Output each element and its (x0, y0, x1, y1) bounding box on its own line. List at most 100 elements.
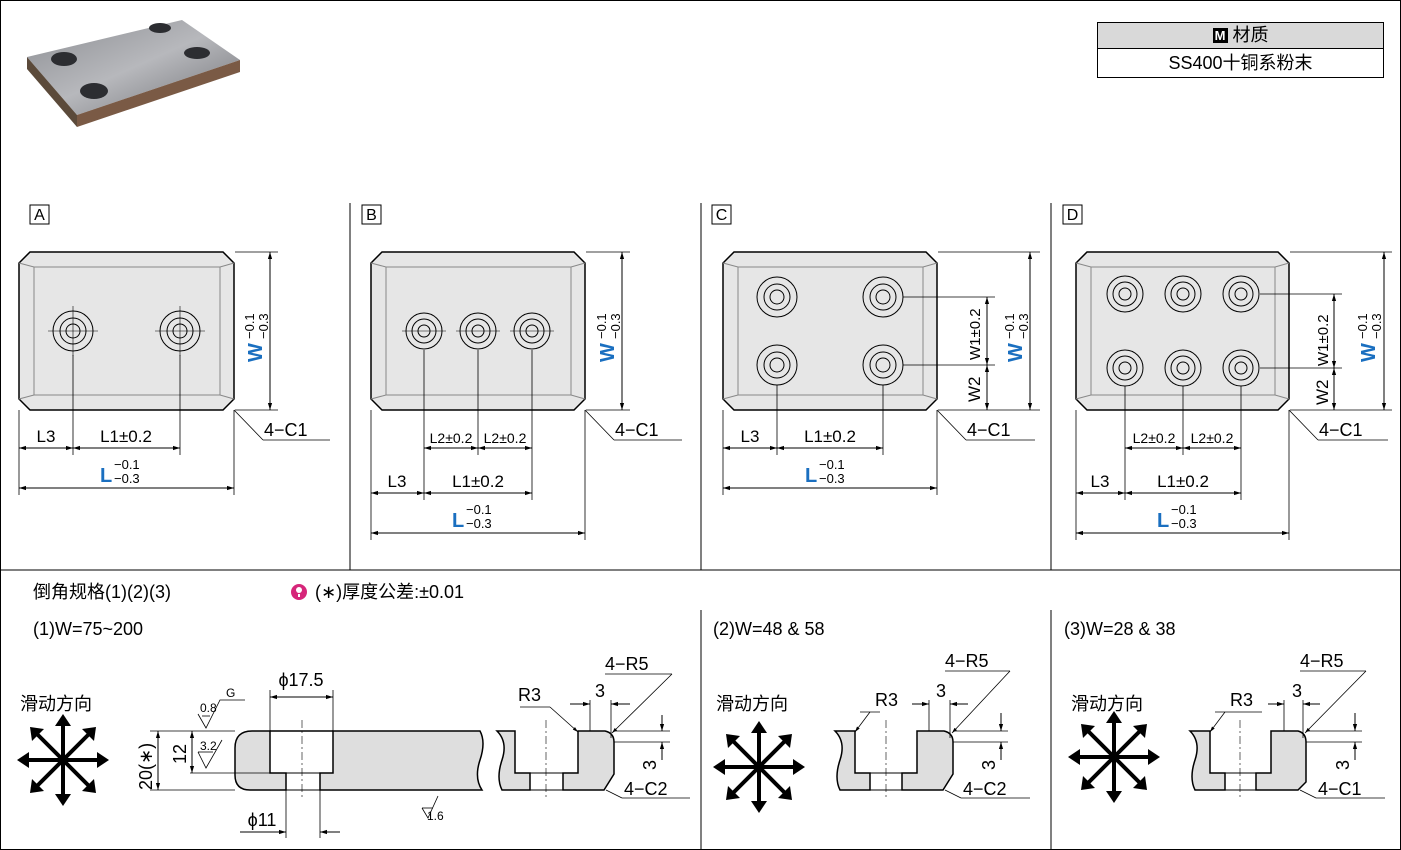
view-c-chamfer: 4−C1 (967, 420, 1011, 440)
material-header: M 材质 (1098, 23, 1383, 49)
section-2-r-outer: 4−R5 (945, 651, 989, 671)
section-1-slide-dir: 滑动方向 (20, 694, 92, 714)
view-d: D W1±0.2 W2 W −0.1 −0.3 (1062, 204, 1392, 540)
section-1-title: (1)W=75~200 (33, 619, 143, 639)
view-d-l1-label: L1±0.2 (1157, 472, 1209, 491)
hole (1164, 275, 1202, 313)
view-c-w1-label: W1±0.2 (967, 308, 984, 360)
section-1-roughness-2: 3.2 (200, 739, 217, 753)
section-1: (1)W=75~200 滑动方向 (17, 619, 690, 838)
view-b-w-tol-lower: −0.3 (608, 313, 623, 339)
material-header-label: 材质 (1232, 25, 1269, 45)
section-1-dim-3a: 3 (595, 681, 605, 701)
slide-direction-icon (713, 721, 805, 813)
view-b: B W −0.1 −0.3 L2±0.2 L2±0.2 (361, 204, 682, 540)
view-c-l1-label: L1±0.2 (804, 427, 856, 446)
thickness-note: (∗)厚度公差:±0.01 (315, 582, 464, 602)
view-a-l3-label: L3 (37, 427, 56, 446)
hole (1222, 349, 1260, 387)
section-2-chamfer: 4−C2 (963, 779, 1007, 799)
view-c-w2-label: W2 (965, 377, 984, 403)
view-d-w2-label: W2 (1313, 380, 1332, 406)
hole (756, 276, 798, 318)
surface-finish-icon (197, 699, 439, 819)
section-1-thickness: 20(∗) (136, 743, 156, 790)
section-3-dim-3a: 3 (1292, 681, 1302, 701)
section-3-dim-3b: 3 (1333, 760, 1353, 770)
view-b-l2-label-1: L2±0.2 (430, 430, 473, 446)
material-value: SS400十铜系粉末 (1168, 53, 1313, 73)
view-d-chamfer: 4−C1 (1319, 420, 1363, 440)
view-a-w-label: W (245, 343, 267, 362)
view-c-w-label: W (1005, 343, 1027, 362)
section-3-slide-dir: 滑动方向 (1071, 694, 1143, 714)
view-d-label: D (1067, 207, 1079, 224)
section-2: (2)W=48 & 58 滑动方向 R3 (713, 619, 1030, 813)
view-b-chamfer: 4−C1 (615, 420, 659, 440)
section-1-roughness-1: 0.8 (200, 701, 217, 715)
section-2-dim-3a: 3 (936, 681, 946, 701)
section-1-r-outer: 4−R5 (605, 654, 649, 674)
view-a-chamfer: 4−C1 (264, 420, 308, 440)
hole (402, 312, 446, 350)
section-2-dim-3b: 3 (979, 760, 999, 770)
section-1-dia-top: ϕ17.5 (278, 670, 323, 690)
hole (48, 306, 98, 356)
hole (155, 306, 205, 356)
section-1-depth: 12 (170, 744, 190, 764)
view-c-l-tol-lower: −0.3 (819, 471, 845, 486)
view-a-l-tol-upper: −0.1 (114, 457, 140, 472)
view-d-l-tol-lower: −0.3 (1171, 516, 1197, 531)
material-badge: M (1212, 28, 1228, 43)
hole (1222, 275, 1260, 313)
section-1-grind: G (226, 686, 235, 700)
view-b-l3-label: L3 (388, 472, 407, 491)
view-c-w-tol-lower: −0.3 (1016, 313, 1031, 339)
view-b-l-label: L (452, 510, 464, 532)
view-b-l2-label-2: L2±0.2 (484, 430, 527, 446)
view-d-l2-label-2: L2±0.2 (1191, 430, 1234, 446)
view-a-w-tol-lower: −0.3 (256, 313, 271, 339)
view-d-w1-label: W1±0.2 (1315, 314, 1332, 366)
section-1-dia-bottom: ϕ11 (248, 810, 277, 830)
section-1-roughness-3: 1.6 (427, 809, 444, 823)
view-a-w-tol-upper: −0.1 (242, 313, 257, 339)
view-a-label: A (34, 207, 45, 224)
view-b-l1-label: L1±0.2 (452, 472, 504, 491)
section-3: (3)W=28 & 38 滑动方向 R3 (1064, 619, 1385, 803)
section-2-r-inner: R3 (875, 690, 898, 710)
view-b-label: B (366, 207, 377, 224)
view-b-l-tol-lower: −0.3 (466, 516, 492, 531)
slide-direction-icon (17, 714, 109, 806)
section-3-r-outer: 4−R5 (1300, 651, 1344, 671)
view-d-w-tol-lower: −0.3 (1369, 313, 1384, 339)
info-icon (291, 584, 307, 600)
view-c-label: C (716, 207, 728, 224)
view-a-l-label: L (100, 465, 112, 487)
section-1-r-inner: R3 (518, 685, 541, 705)
section-1-dim-3b: 3 (640, 760, 660, 770)
view-d-l-label: L (1157, 510, 1169, 532)
product-photo (27, 20, 240, 127)
section-2-title: (2)W=48 & 58 (713, 619, 825, 639)
hole (510, 312, 554, 350)
hole (1106, 275, 1144, 313)
section-3-chamfer: 4−C1 (1318, 779, 1362, 799)
view-a: A W −0.1 −0.3 L3 L1±0.2 L (18, 204, 330, 495)
slide-direction-icon (1068, 711, 1160, 803)
view-d-w-tol-upper: −0.1 (1355, 313, 1370, 339)
view-b-l-tol-upper: −0.1 (466, 502, 492, 517)
view-d-w-label: W (1358, 343, 1380, 362)
view-b-w-label: W (597, 343, 619, 362)
view-a-l1-label: L1±0.2 (100, 427, 152, 446)
view-c-l-label: L (805, 465, 817, 487)
section-1-chamfer: 4−C2 (624, 779, 668, 799)
section-3-r-inner: R3 (1230, 690, 1253, 710)
view-c-w-tol-upper: −0.1 (1002, 313, 1017, 339)
view-c-l-tol-upper: −0.1 (819, 457, 845, 472)
material-table: M 材质 SS400十铜系粉末 (1097, 22, 1384, 78)
view-d-l3-label: L3 (1091, 472, 1110, 491)
section-2-slide-dir: 滑动方向 (716, 694, 788, 714)
